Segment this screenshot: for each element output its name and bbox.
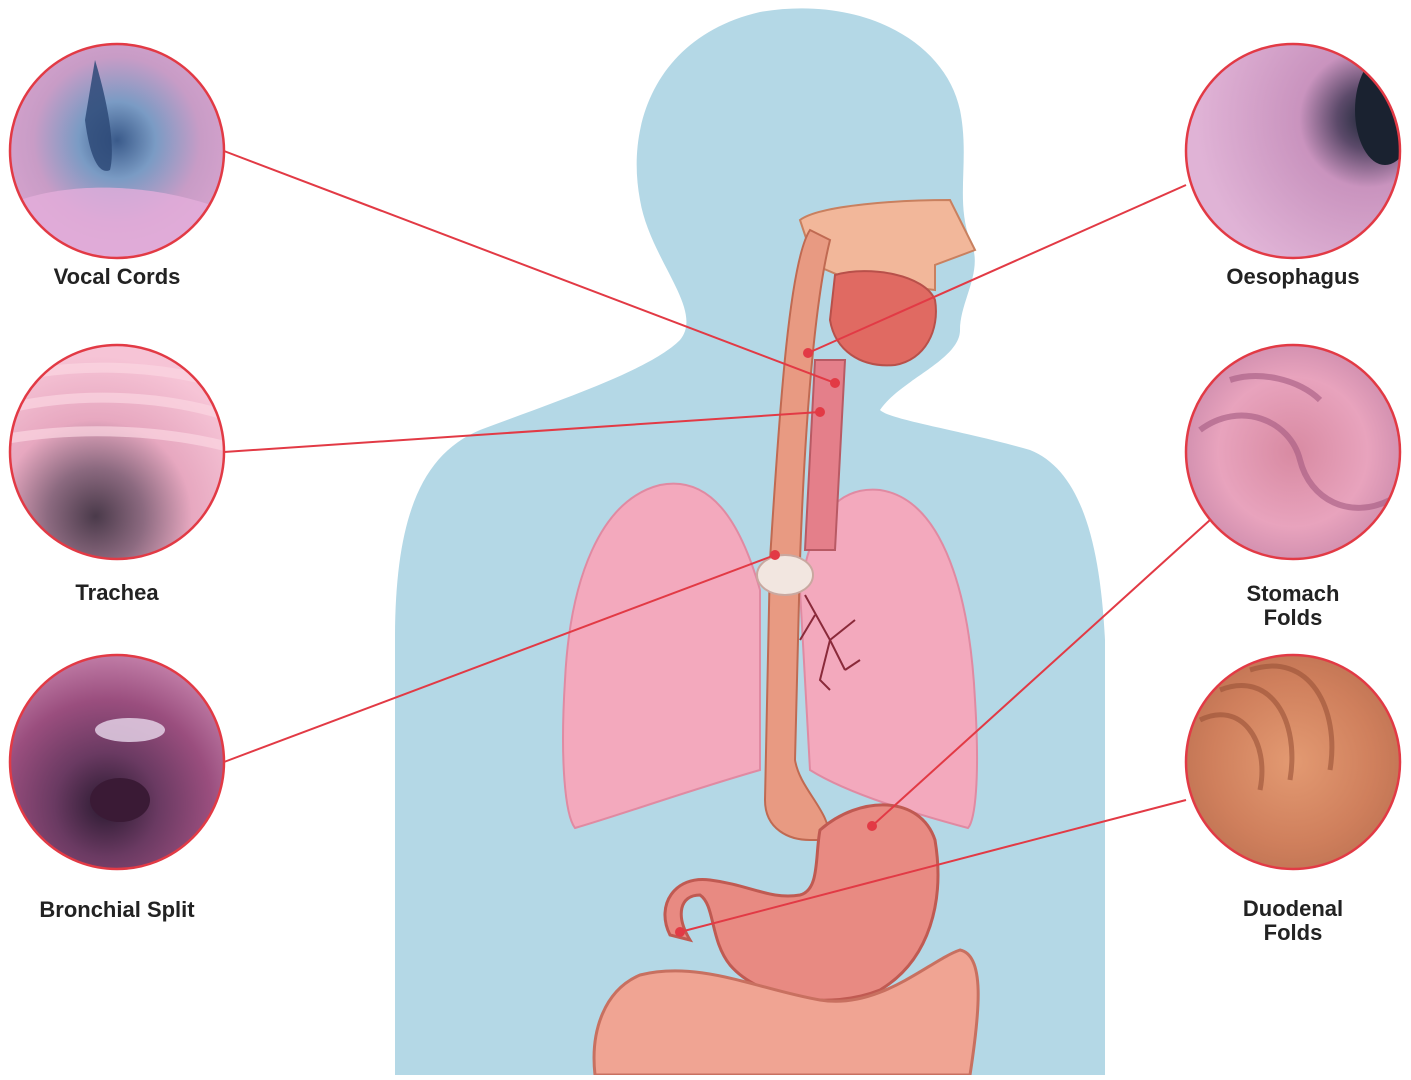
label-duodenal-folds-line-1: Duodenal bbox=[1178, 897, 1408, 921]
duodenal-folds-endoscopy-view bbox=[1186, 655, 1400, 869]
pointer-dot-stomach-folds bbox=[867, 821, 877, 831]
label-stomach-folds: Stomach Folds bbox=[1178, 582, 1408, 630]
vocal-cords-endoscopy-view bbox=[10, 44, 225, 260]
pointer-dot-vocal-cords bbox=[830, 378, 840, 388]
label-duodenal-folds: Duodenal Folds bbox=[1178, 897, 1408, 945]
label-bronchial-split: Bronchial Split bbox=[2, 898, 232, 922]
pointer-dot-bronchial-split bbox=[770, 550, 780, 560]
bronchial-junction bbox=[757, 555, 813, 595]
label-vocal-cords: Vocal Cords bbox=[2, 265, 232, 289]
stomach-folds-endoscopy-view bbox=[1186, 345, 1400, 559]
label-duodenal-folds-line-2: Folds bbox=[1178, 921, 1408, 945]
label-stomach-folds-line-1: Stomach bbox=[1178, 582, 1408, 606]
pointer-dot-trachea bbox=[815, 407, 825, 417]
tongue bbox=[830, 271, 936, 365]
label-oesophagus: Oesophagus bbox=[1178, 265, 1408, 289]
trachea-endoscopy-view bbox=[0, 345, 240, 559]
bronchial-split-endoscopy-view bbox=[10, 655, 224, 869]
label-stomach-folds-line-2: Folds bbox=[1178, 606, 1408, 630]
pointer-dot-duodenal-folds bbox=[675, 927, 685, 937]
oesophagus-endoscopy-view bbox=[1186, 44, 1411, 258]
pointer-dot-oesophagus bbox=[803, 348, 813, 358]
label-trachea: Trachea bbox=[2, 581, 232, 605]
